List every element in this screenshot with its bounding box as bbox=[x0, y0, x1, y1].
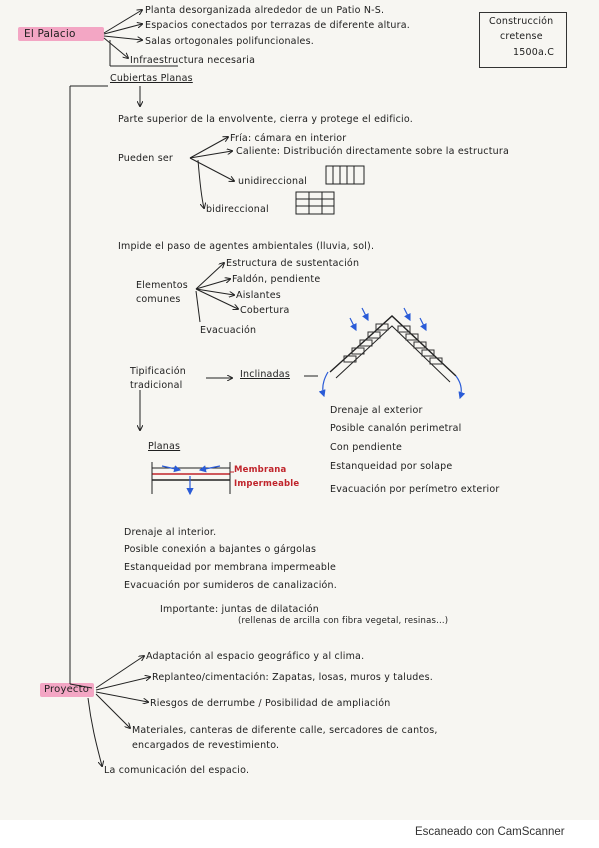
proyecto-arrows bbox=[87, 656, 150, 766]
membrana-label-2: Impermeable bbox=[234, 479, 300, 489]
box-line-1: Construcción bbox=[489, 16, 554, 27]
palacio-item: Planta desorganizada alrededor de un Pat… bbox=[145, 5, 385, 16]
proyecto-item: Riesgos de derrumbe / Posibilidad de amp… bbox=[150, 698, 391, 709]
elementos-item: Aislantes bbox=[236, 290, 281, 301]
membrana-label-1: Membrana bbox=[234, 465, 287, 475]
pitched-roof-diagram bbox=[318, 307, 466, 400]
elementos-item: Faldón, pendiente bbox=[232, 274, 321, 285]
page-title: El Palacio bbox=[24, 28, 76, 40]
palacio-item: Espacios conectados por terrazas de dife… bbox=[145, 20, 410, 31]
proyecto-title: Proyecto bbox=[44, 684, 90, 695]
planas-item: Drenaje al interior. bbox=[124, 527, 217, 538]
evacuacion-text: Evacuación bbox=[200, 325, 257, 336]
proyecto-highlight bbox=[40, 683, 94, 697]
unidireccional-diagram bbox=[325, 165, 365, 185]
tipificacion-2: tradicional bbox=[130, 380, 183, 391]
inclinadas-item: Con pendiente bbox=[330, 442, 403, 453]
flat-roof-diagram bbox=[151, 462, 234, 496]
box-line-2: cretense bbox=[500, 31, 543, 42]
elementos-arrows bbox=[195, 263, 238, 323]
pueden-ser-label: Pueden ser bbox=[118, 153, 174, 164]
bidireccional-text: bidireccional bbox=[206, 204, 269, 215]
proyecto-item: Materiales, canteras de diferente calle,… bbox=[132, 725, 438, 736]
planas-item: Evacuación por sumideros de canalización… bbox=[124, 580, 337, 591]
inclinadas-item: Drenaje al exterior bbox=[330, 405, 423, 416]
planas-item: Estanqueidad por membrana impermeable bbox=[124, 562, 337, 573]
inclinadas-item: Posible canalón perimetral bbox=[330, 423, 462, 434]
tipificacion-arrows bbox=[140, 376, 318, 430]
caliente-text: Caliente: Distribución directamente sobr… bbox=[236, 146, 509, 157]
elementos-label-1: Elementos bbox=[136, 280, 188, 291]
scanner-watermark: Escaneado con CamScanner bbox=[415, 826, 565, 838]
bidireccional-diagram bbox=[295, 191, 335, 215]
proyecto-item: Adaptación al espacio geográfico y al cl… bbox=[146, 651, 365, 662]
planas-item: Posible conexión a bajantes o gárgolas bbox=[124, 544, 317, 555]
unidireccional-text: unidireccional bbox=[238, 176, 308, 187]
date-box bbox=[479, 12, 567, 68]
elementos-item: Cobertura bbox=[240, 305, 290, 316]
scanner-footer bbox=[0, 820, 599, 848]
proyecto-item: La comunicación del espacio. bbox=[104, 765, 250, 776]
proyecto-item: Replanteo/cimentación: Zapatas, losas, m… bbox=[152, 672, 433, 683]
notebook-page bbox=[0, 0, 599, 820]
left-spine bbox=[69, 40, 178, 689]
elementos-item: Estructura de sustentación bbox=[226, 258, 360, 269]
inclinadas-label: Inclinadas bbox=[240, 369, 290, 380]
palacio-arrows bbox=[103, 10, 142, 58]
pueden-ser-arrows bbox=[189, 137, 234, 208]
cubiertas-title: Cubiertas Planas bbox=[110, 73, 193, 84]
fria-text: Fría: cámara en interior bbox=[230, 133, 347, 144]
cubiertas-bullet-1: Parte superior de la envolvente, cierra … bbox=[118, 114, 413, 125]
importante-line-1: Importante: juntas de dilatación bbox=[160, 604, 320, 615]
box-line-3: 1500a.C bbox=[513, 47, 555, 58]
title-highlight bbox=[18, 27, 104, 41]
palacio-item: Infraestructura necesaria bbox=[130, 55, 256, 66]
inclinadas-item: Estanqueidad por solape bbox=[330, 461, 453, 472]
importante-line-2: (rellenas de arcilla con fibra vegetal, … bbox=[238, 616, 449, 626]
cubiertas-bullet-2: Impide el paso de agentes ambientales (l… bbox=[118, 241, 375, 252]
palacio-item: Salas ortogonales polifuncionales. bbox=[145, 36, 314, 47]
elementos-label-2: comunes bbox=[136, 294, 181, 305]
proyecto-item: encargados de revestimiento. bbox=[132, 740, 280, 751]
inclinadas-item: Evacuación por perímetro exterior bbox=[330, 484, 500, 495]
planas-label: Planas bbox=[148, 441, 181, 452]
tipificacion-1: Tipificación bbox=[130, 366, 186, 377]
